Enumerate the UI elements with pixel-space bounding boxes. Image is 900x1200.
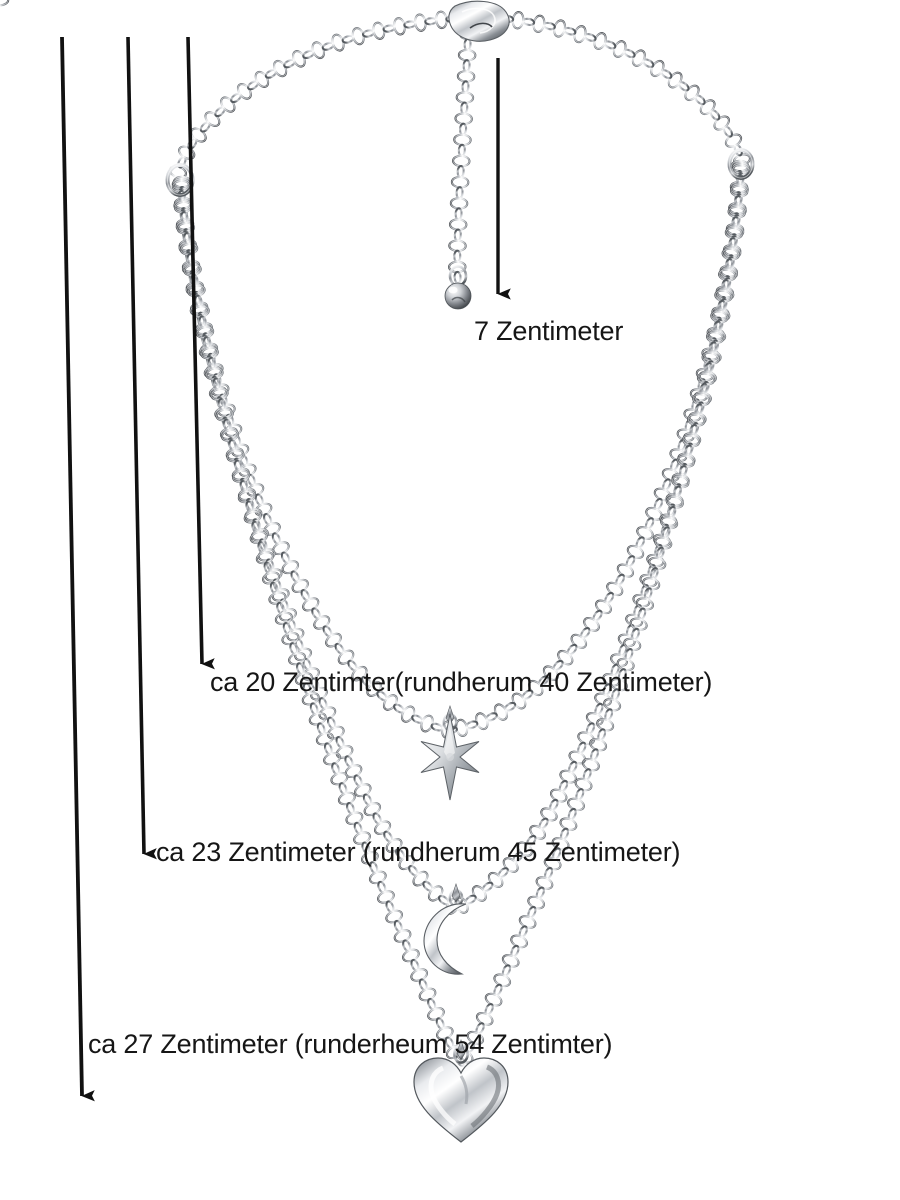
arrow-strand-3	[60, 36, 95, 1102]
heart-pendant	[413, 1038, 509, 1143]
extender-ball-drop	[444, 265, 472, 310]
right-jump-ring	[727, 148, 755, 180]
measurement-label-strand-3: ca 27 Zentimeter (runderheum 54 Zentimte…	[88, 1029, 613, 1059]
lobster-clasp	[448, 0, 510, 42]
measurement-label-clasp-extender: 7 Zentimeter	[474, 316, 624, 346]
arrow-strand-1	[186, 36, 215, 670]
annotation-arrows	[60, 36, 511, 1102]
measurement-label-strand-2: ca 23 Zentimeter (rundherum 45 Zentimete…	[156, 837, 681, 867]
moon-pendant	[423, 883, 467, 975]
star-pendant	[420, 705, 480, 801]
arrow-strand-2	[126, 36, 157, 860]
measurement-label-strand-1: ca 20 Zentimter(rundherum 40 Zentimeter)	[210, 667, 713, 697]
